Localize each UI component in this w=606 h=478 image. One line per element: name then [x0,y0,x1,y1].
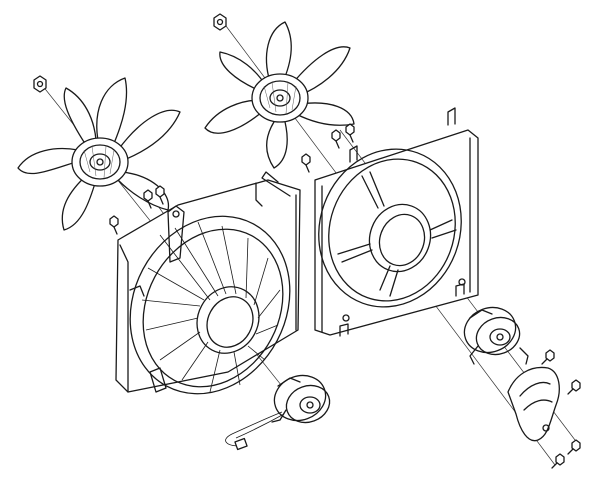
fan-nut-left [33,75,47,93]
bolt-group-left [109,185,165,235]
right-fan-shroud [314,107,479,337]
fan-nut-right [213,13,227,31]
left-fan-blade [17,77,181,231]
right-fan-motor [463,306,529,365]
screw-group-lower-right [541,349,581,469]
bolt-group-right [301,123,355,173]
left-fan-shroud [115,171,301,395]
left-fan-motor [225,374,331,451]
shroud-spokes [141,221,281,393]
motor-cover-bracket [507,366,560,442]
right-fan-blade [204,21,355,169]
